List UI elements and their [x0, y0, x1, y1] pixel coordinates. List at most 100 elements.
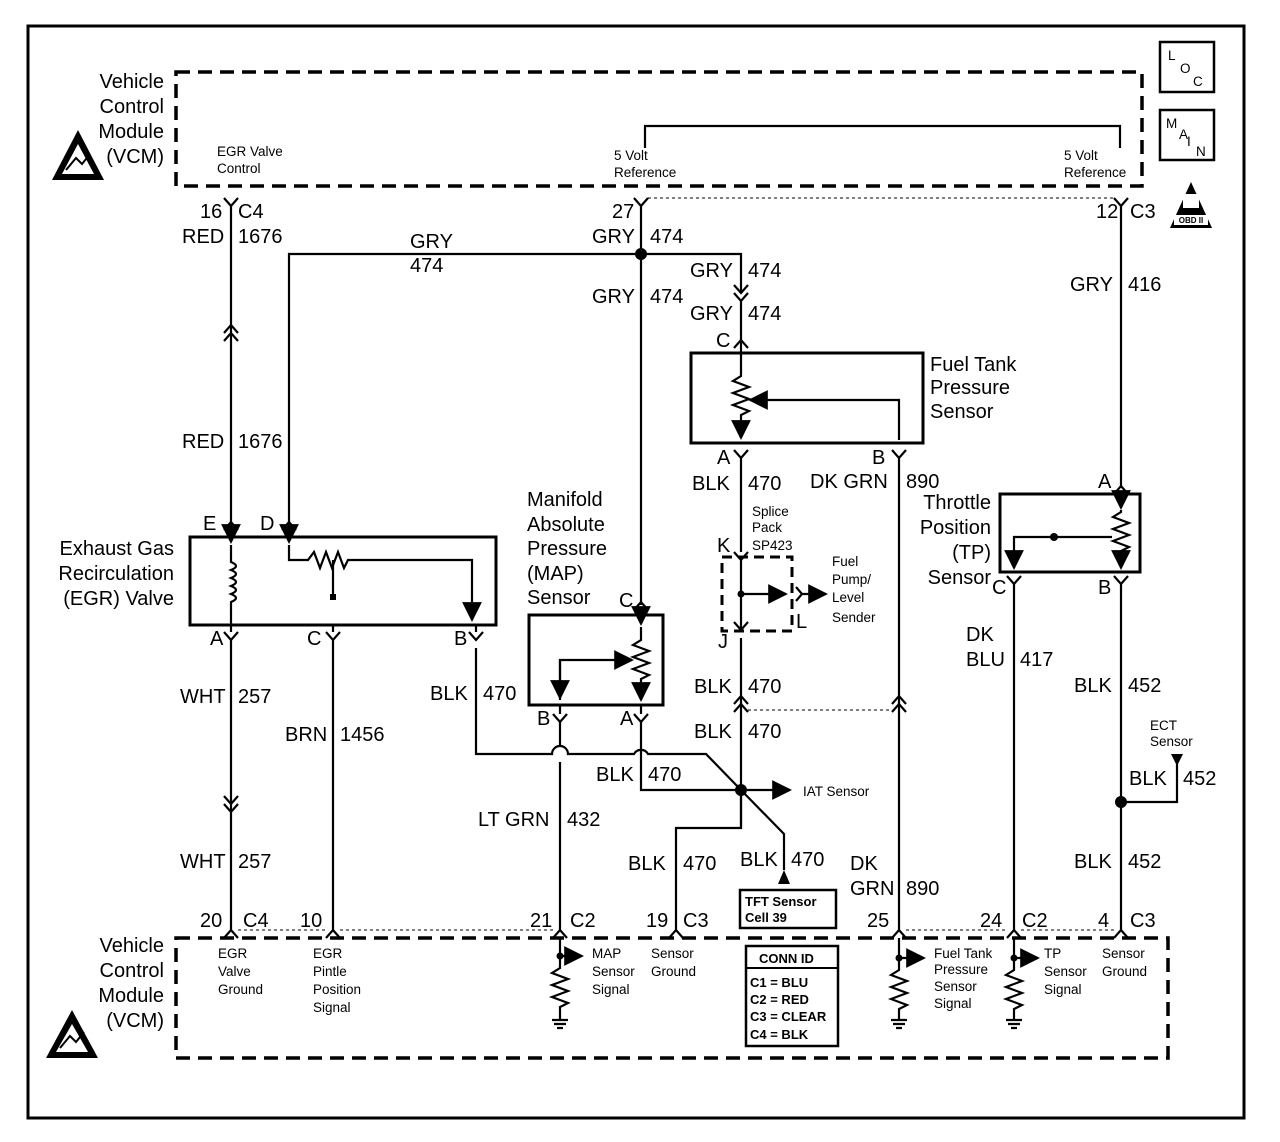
svg-text:DK GRN: DK GRN — [810, 471, 888, 493]
wire-gry-474-horizontal — [287, 252, 743, 530]
svg-text:C3: C3 — [683, 910, 709, 932]
svg-text:Splice: Splice — [752, 504, 789, 519]
svg-text:470: 470 — [648, 764, 681, 786]
svg-text:C1 = BLU: C1 = BLU — [750, 975, 808, 990]
svg-text:BRN: BRN — [285, 724, 327, 746]
iat-sensor-label: IAT Sensor — [803, 784, 870, 799]
svg-text:BLK: BLK — [740, 849, 778, 871]
svg-text:470: 470 — [748, 473, 781, 495]
svg-text:EGR: EGR — [313, 946, 343, 961]
svg-text:474: 474 — [650, 226, 683, 248]
svg-text:Throttle: Throttle — [923, 492, 991, 514]
svg-text:GRY: GRY — [410, 231, 453, 253]
svg-text:257: 257 — [238, 851, 271, 873]
bottom-connector-chevrons — [223, 928, 1129, 939]
svg-text:Sensor: Sensor — [651, 946, 694, 961]
egr-pin-e: E — [203, 513, 216, 535]
tp-sensor-box — [998, 492, 1142, 574]
svg-text:470: 470 — [791, 849, 824, 871]
signal-sensor-ground-a: Sensor Ground — [651, 946, 696, 979]
pin-16-c4: 16 C4 — [200, 201, 264, 223]
ftp-internal — [729, 338, 901, 440]
svg-text:Pintle: Pintle — [313, 964, 347, 979]
svg-text:Level: Level — [832, 590, 864, 605]
label-blk-470-ftp: BLK 470 — [692, 473, 781, 495]
wire-blk-470-egr — [474, 648, 742, 791]
svg-text:Fuel: Fuel — [832, 554, 858, 569]
splice-gry-474 — [635, 248, 647, 260]
pin-19-c3: 19 C3 — [646, 910, 709, 932]
label-blk-470-tft: BLK 470 — [740, 849, 824, 871]
svg-text:C3: C3 — [1130, 201, 1156, 223]
svg-text:L: L — [1168, 48, 1176, 63]
label-wht-257-top: WHT 257 — [180, 686, 271, 708]
egr-pin-c: C — [307, 628, 321, 650]
svg-text:4: 4 — [1098, 910, 1109, 932]
splice-internal — [733, 551, 828, 632]
svg-text:EGR: EGR — [218, 946, 248, 961]
label-gry-474-ftp: GRY 474 — [690, 303, 781, 325]
svg-text:GRY: GRY — [592, 286, 635, 308]
label-dk-blu-417: DK BLU 417 — [966, 624, 1053, 671]
splice-pack-box — [720, 555, 794, 633]
wire-blk-470-map — [639, 722, 741, 792]
vcm-top-label: Vehicle Control Module (VCM) — [98, 71, 164, 168]
pin-10: 10 — [300, 910, 322, 932]
map-input-node — [556, 952, 564, 960]
map-sensor-label: Manifold Absolute Pressure (MAP) Sensor — [527, 489, 607, 609]
map-pin-a: A — [620, 708, 634, 730]
svg-text:(TP): (TP) — [952, 542, 991, 564]
svg-text:ECT: ECT — [1150, 718, 1177, 733]
svg-text:1676: 1676 — [238, 431, 283, 453]
splice-pin-k: K — [717, 535, 731, 557]
inline-connector-890 — [891, 694, 907, 713]
tft-sensor-box — [738, 888, 838, 930]
svg-text:BLK: BLK — [430, 683, 468, 705]
pin-25: 25 — [867, 910, 889, 932]
tp-input-node — [1010, 954, 1018, 962]
svg-text:Ground: Ground — [1102, 964, 1147, 979]
svg-text:890: 890 — [906, 878, 939, 900]
vcm-bottom-box — [174, 936, 1170, 1060]
label-blk-470-egr: BLK 470 — [430, 683, 516, 705]
svg-text:DK: DK — [850, 853, 878, 875]
svg-text:WHT: WHT — [180, 686, 226, 708]
signal-egr-control: EGR Valve — [217, 144, 283, 159]
label-blk-452-b: BLK 452 — [1129, 768, 1216, 790]
svg-text:C2 = RED: C2 = RED — [750, 992, 809, 1007]
signal-sensor-ground-b: Sensor Ground — [1102, 946, 1147, 979]
svg-text:Sensor: Sensor — [930, 401, 994, 423]
svg-text:417: 417 — [1020, 649, 1053, 671]
svg-text:WHT: WHT — [180, 851, 226, 873]
svg-text:Position: Position — [313, 982, 361, 997]
svg-text:Vehicle: Vehicle — [100, 935, 165, 957]
svg-text:19: 19 — [646, 910, 668, 932]
svg-text:RED: RED — [182, 226, 224, 248]
svg-text:Signal: Signal — [1044, 982, 1082, 997]
svg-text:Ground: Ground — [651, 964, 696, 979]
esd-warning-icon-bottom — [46, 1010, 98, 1058]
splice-node — [737, 590, 745, 598]
svg-text:432: 432 — [567, 809, 600, 831]
svg-text:16: 16 — [200, 201, 222, 223]
svg-text:C4: C4 — [243, 910, 269, 932]
svg-text:GRY: GRY — [690, 303, 733, 325]
egr-pin-d: D — [260, 513, 274, 535]
svg-text:GRN: GRN — [850, 878, 894, 900]
svg-text:(VCM): (VCM) — [106, 146, 164, 168]
ftp-sensor-box — [689, 351, 925, 445]
svg-text:Sensor: Sensor — [928, 567, 992, 589]
ftp-input-node — [895, 954, 903, 962]
svg-text:GRY: GRY — [690, 260, 733, 282]
svg-text:470: 470 — [683, 853, 716, 875]
svg-text:Valve: Valve — [218, 964, 251, 979]
svg-text:BLK: BLK — [628, 853, 666, 875]
svg-text:452: 452 — [1183, 768, 1216, 790]
svg-text:(EGR) Valve: (EGR) Valve — [63, 588, 174, 610]
svg-text:BLK: BLK — [694, 721, 732, 743]
tp-pin-b: B — [1098, 577, 1111, 599]
map-pin-b: B — [537, 708, 550, 730]
signal-5v-ref-b: 5 Volt — [1064, 148, 1098, 163]
svg-text:(VCM): (VCM) — [106, 1010, 164, 1032]
